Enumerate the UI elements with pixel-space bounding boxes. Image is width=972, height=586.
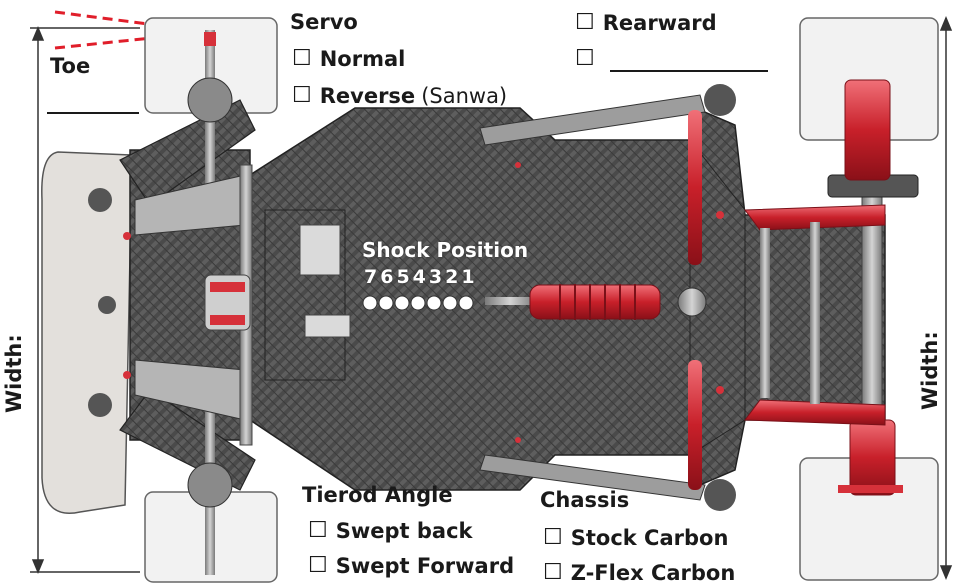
swept-back-checkbox[interactable]: ☐ bbox=[308, 518, 328, 543]
rearward-option[interactable]: ☐ Rearward bbox=[575, 12, 717, 34]
shock-position-holes bbox=[362, 295, 474, 311]
servo-normal-label: Normal bbox=[319, 46, 406, 71]
zflex-carbon-label: Z-Flex Carbon bbox=[570, 560, 736, 585]
shock-position-title: Shock Position bbox=[362, 238, 529, 262]
center-shock-rod bbox=[485, 297, 535, 305]
swept-forward-option[interactable]: ☐ Swept Forward bbox=[308, 555, 514, 577]
servo-reverse-label: Reverse bbox=[319, 83, 416, 108]
servo-normal-checkbox[interactable]: ☐ bbox=[292, 46, 312, 71]
zflex-carbon-checkbox[interactable]: ☐ bbox=[543, 560, 563, 585]
shock-hole-7 bbox=[362, 295, 378, 311]
rear-pod-link-top bbox=[479, 94, 706, 146]
stock-carbon-option[interactable]: ☐ Stock Carbon bbox=[543, 527, 728, 549]
rear-side-shock-top bbox=[688, 110, 702, 265]
shock-hole-4 bbox=[410, 295, 426, 311]
custom-option-line[interactable] bbox=[610, 70, 768, 72]
toe-value-line[interactable] bbox=[47, 112, 139, 114]
shock-hole-6 bbox=[378, 295, 394, 311]
right-width-dimension bbox=[939, 16, 953, 580]
servo-reverse-note: (Sanwa) bbox=[421, 83, 508, 108]
servo-reverse-option[interactable]: ☐ Reverse (Sanwa) bbox=[292, 85, 507, 107]
rearward-label: Rearward bbox=[602, 10, 717, 35]
custom-checkbox[interactable]: ☐ bbox=[575, 46, 595, 71]
shock-hole-3 bbox=[426, 295, 442, 311]
front-bumper bbox=[41, 151, 133, 514]
shock-position-numbers: 7654321 bbox=[364, 266, 478, 288]
swept-back-label: Swept back bbox=[335, 518, 473, 543]
servo-reverse-checkbox[interactable]: ☐ bbox=[292, 83, 312, 108]
custom-option[interactable]: ☐ bbox=[575, 48, 603, 70]
shock-hole-1 bbox=[458, 295, 474, 311]
toe-label: Toe bbox=[50, 54, 91, 78]
shock-hole-2 bbox=[442, 295, 458, 311]
servo-heading: Servo bbox=[290, 10, 358, 34]
swept-back-option[interactable]: ☐ Swept back bbox=[308, 520, 473, 542]
tierod-angle-heading: Tierod Angle bbox=[302, 483, 453, 507]
stock-carbon-label: Stock Carbon bbox=[570, 525, 729, 550]
left-width-dimension bbox=[30, 26, 140, 574]
stock-carbon-checkbox[interactable]: ☐ bbox=[543, 525, 563, 550]
shock-hole-5 bbox=[394, 295, 410, 311]
zflex-carbon-option[interactable]: ☐ Z-Flex Carbon bbox=[543, 562, 735, 584]
swept-forward-checkbox[interactable]: ☐ bbox=[308, 553, 328, 578]
swept-forward-label: Swept Forward bbox=[335, 553, 515, 578]
rearward-checkbox[interactable]: ☐ bbox=[575, 10, 595, 35]
front-width-label: Width: bbox=[2, 334, 26, 413]
rear-pod-link-bottom bbox=[479, 454, 706, 501]
rear-width-label: Width: bbox=[918, 331, 942, 410]
center-shock-body bbox=[529, 284, 661, 320]
rear-side-shock-bottom bbox=[688, 360, 702, 490]
servo-normal-option[interactable]: ☐ Normal bbox=[292, 48, 405, 70]
chassis-heading: Chassis bbox=[540, 488, 630, 512]
